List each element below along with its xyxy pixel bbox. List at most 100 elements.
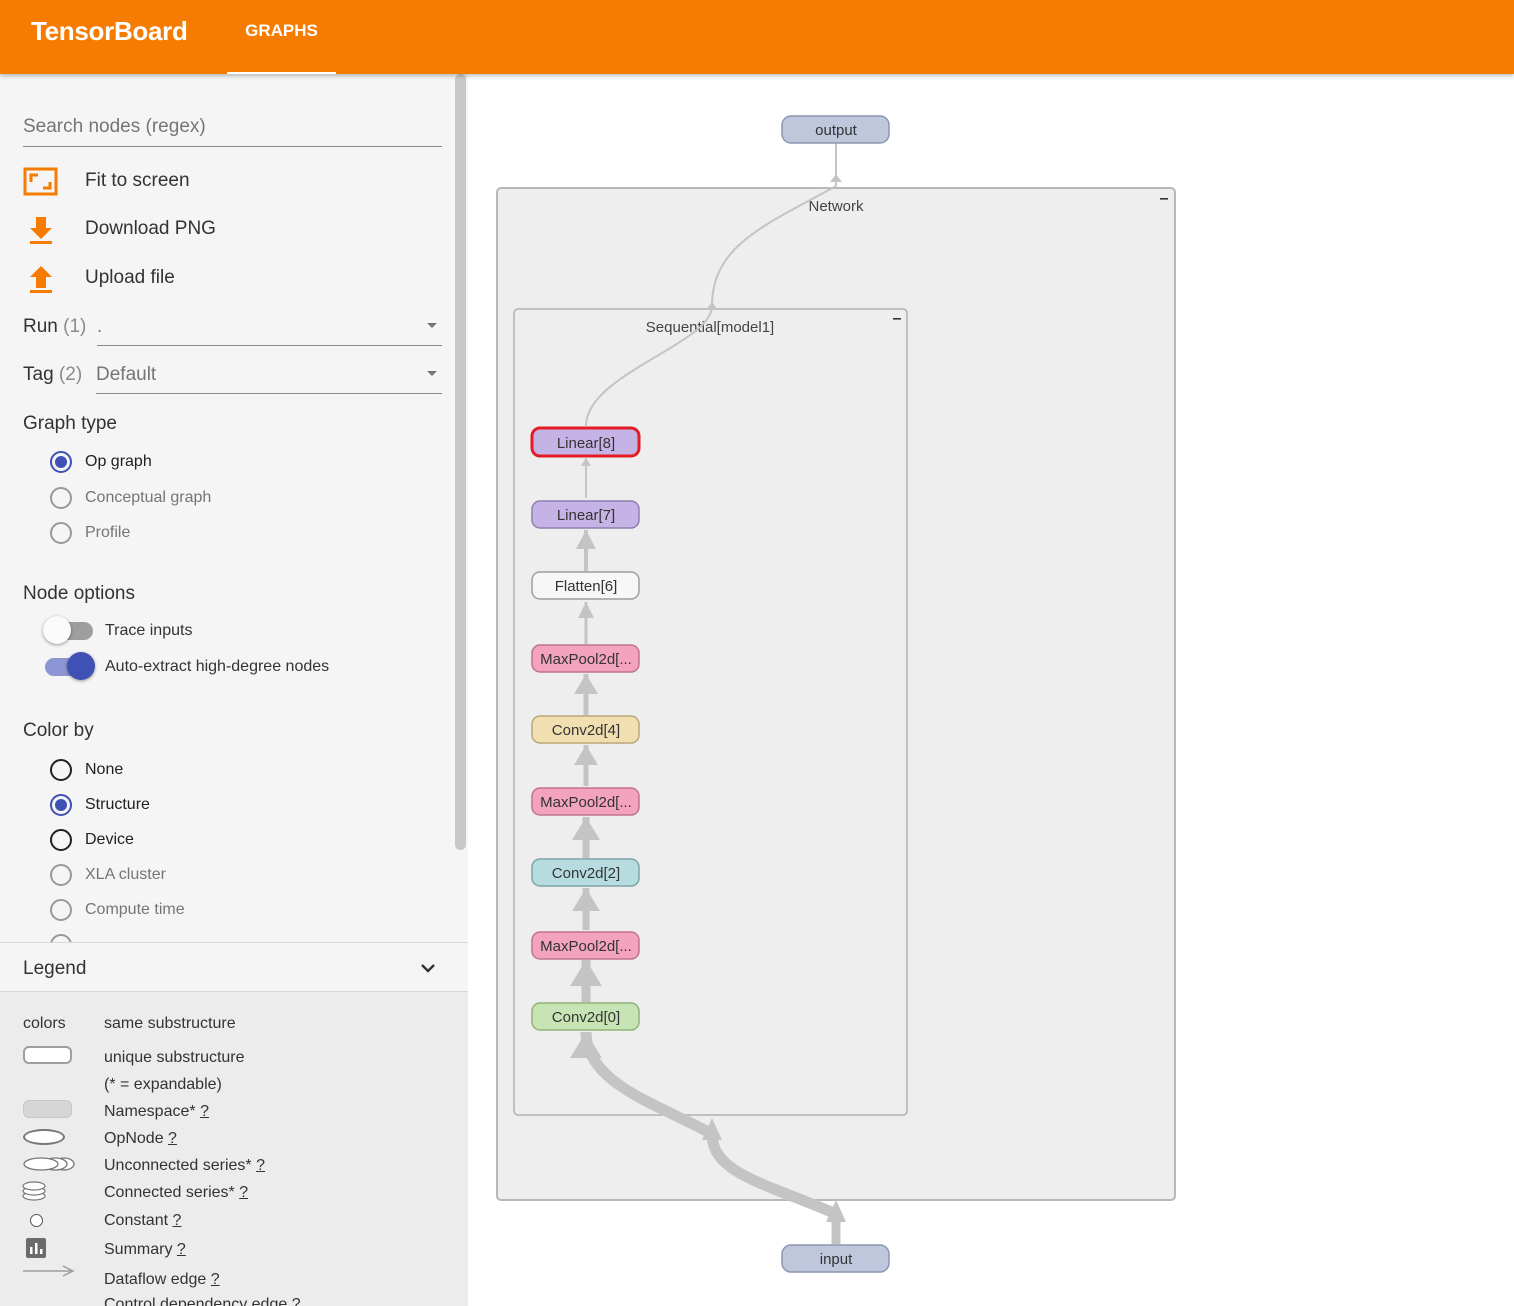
radio-profile[interactable]: Profile — [50, 521, 430, 547]
run-selector: Run (1) . — [23, 306, 442, 346]
collapse-network-icon[interactable] — [1160, 198, 1168, 200]
chevron-down-icon[interactable] — [418, 958, 438, 978]
op-node-maxpool1[interactable]: MaxPool2d[... — [531, 931, 640, 960]
active-tab-indicator — [227, 72, 336, 74]
legend-dataflow-edge: Dataflow edge ? — [104, 1271, 220, 1289]
op-node-conv2[interactable]: Conv2d[2] — [531, 858, 640, 887]
unique-substructure-swatch — [23, 1046, 72, 1064]
collapse-sequential-icon[interactable] — [893, 318, 901, 320]
radio-button[interactable] — [50, 759, 72, 781]
op-node-linear7[interactable]: Linear[7] — [531, 500, 640, 529]
help-link[interactable]: ? — [200, 1103, 209, 1120]
legend-namespace: Namespace* ? — [104, 1103, 209, 1121]
op-node-linear8[interactable]: Linear[8] — [530, 426, 641, 458]
graph-svg[interactable]: Network Sequential[model1] — [468, 74, 1514, 1306]
search-nodes-input[interactable]: Search nodes (regex) — [23, 114, 442, 147]
legend-panel: Legend colors same substructure unique s… — [0, 942, 468, 1306]
auto-extract-toggle[interactable]: Auto-extract high-degree nodes — [45, 652, 425, 680]
legend-title: Legend — [23, 958, 87, 979]
legend-expandable-note: (* = expandable) — [104, 1076, 222, 1093]
trace-inputs-label: Trace inputs — [105, 622, 193, 639]
node-label: Conv2d[2] — [552, 865, 620, 882]
legend-unique-substructure: unique substructure — [104, 1049, 245, 1066]
trace-inputs-toggle[interactable]: Trace inputs — [43, 616, 425, 644]
tab-graphs-label: GRAPHS — [245, 21, 318, 40]
help-link[interactable]: ? — [291, 1296, 301, 1306]
radio-button[interactable] — [50, 829, 72, 851]
op-node-conv0[interactable]: Conv2d[0] — [531, 1002, 640, 1031]
dropdown-arrow-icon — [427, 371, 437, 376]
arrowhead — [581, 458, 591, 466]
legend-constant-text: Constant — [104, 1212, 169, 1229]
radio-color-device[interactable]: Device — [50, 828, 430, 854]
radio-label: Compute time — [85, 901, 185, 918]
help-link[interactable]: ? — [256, 1157, 265, 1174]
constant-swatch — [30, 1214, 43, 1227]
upload-icon — [30, 266, 52, 293]
node-label: MaxPool2d[... — [540, 938, 632, 955]
radio-color-xla-cluster[interactable]: XLA cluster — [50, 863, 430, 889]
node-label: MaxPool2d[... — [540, 794, 632, 811]
radio-color-compute-time[interactable]: Compute time — [50, 898, 430, 924]
arrowhead — [572, 888, 600, 911]
radio-button-checked[interactable] — [50, 451, 72, 473]
help-link[interactable]: ? — [168, 1130, 177, 1147]
node-label: Flatten[6] — [555, 578, 618, 595]
legend-summary: Summary ? — [104, 1241, 186, 1259]
radio-button-checked[interactable] — [50, 794, 72, 816]
radio-conceptual-graph[interactable]: Conceptual graph — [50, 486, 430, 512]
legend-opnode-text: OpNode — [104, 1130, 164, 1147]
arrowhead — [570, 960, 602, 986]
upload-file-button[interactable]: Upload file — [23, 259, 423, 299]
op-node-maxpool3[interactable]: MaxPool2d[... — [531, 787, 640, 816]
toggle-knob[interactable] — [67, 652, 95, 680]
help-link[interactable]: ? — [210, 1271, 220, 1288]
arrowhead — [826, 1200, 846, 1222]
op-node-maxpool5[interactable]: MaxPool2d[... — [531, 644, 640, 673]
input-label: input — [820, 1251, 853, 1268]
connected-series-swatch — [22, 1181, 46, 1201]
fit-to-screen-button[interactable]: Fit to screen — [23, 162, 423, 202]
run-dropdown[interactable]: . — [97, 306, 442, 346]
fit-screen-icon — [23, 167, 58, 196]
tag-dropdown[interactable]: Default — [96, 354, 442, 394]
radio-color-structure[interactable]: Structure — [50, 793, 430, 819]
arrowhead — [576, 530, 596, 549]
toggle-knob[interactable] — [43, 616, 71, 644]
op-node-conv4[interactable]: Conv2d[4] — [531, 715, 640, 744]
arrowhead — [830, 174, 842, 182]
download-png-button[interactable]: Download PNG — [23, 210, 423, 250]
legend-namespace-text: Namespace* — [104, 1103, 196, 1120]
fit-to-screen-label: Fit to screen — [85, 170, 190, 191]
legend-header[interactable]: Legend — [0, 942, 468, 992]
help-link[interactable]: ? — [172, 1212, 182, 1229]
arrowhead — [706, 302, 718, 310]
legend-opnode: OpNode ? — [104, 1130, 177, 1148]
node-label: MaxPool2d[... — [540, 651, 632, 668]
graph-canvas[interactable]: Network Sequential[model1] — [468, 74, 1514, 1306]
edge-arrowheads — [570, 174, 846, 1222]
sequential-label: Sequential[model1] — [646, 319, 774, 336]
radio-color-none[interactable]: None — [50, 758, 430, 784]
op-node-flatten6[interactable]: Flatten[6] — [531, 571, 640, 600]
legend-connected-series: Connected series* ? — [104, 1184, 248, 1202]
input-node[interactable]: input — [781, 1244, 890, 1273]
tab-graphs[interactable]: GRAPHS — [227, 0, 336, 74]
sidebar: Search nodes (regex) Fit to screen Downl… — [0, 74, 468, 1306]
radio-button[interactable] — [50, 487, 72, 509]
dataflow-edge-icon — [23, 1265, 75, 1277]
radio-op-graph[interactable]: Op graph — [50, 450, 430, 476]
radio-button[interactable] — [50, 864, 72, 886]
unconnected-series-swatch — [23, 1157, 75, 1171]
radio-label: Structure — [85, 796, 150, 813]
tag-label: Tag (2) — [23, 364, 82, 386]
auto-extract-label: Auto-extract high-degree nodes — [105, 658, 330, 675]
radio-button[interactable] — [50, 899, 72, 921]
help-link[interactable]: ? — [239, 1184, 249, 1201]
radio-button[interactable] — [50, 522, 72, 544]
run-count: (1) — [63, 316, 87, 337]
output-node[interactable]: output — [781, 115, 890, 144]
help-link[interactable]: ? — [176, 1241, 186, 1258]
radio-label: Profile — [85, 524, 131, 541]
sidebar-scrollbar[interactable] — [455, 74, 466, 850]
